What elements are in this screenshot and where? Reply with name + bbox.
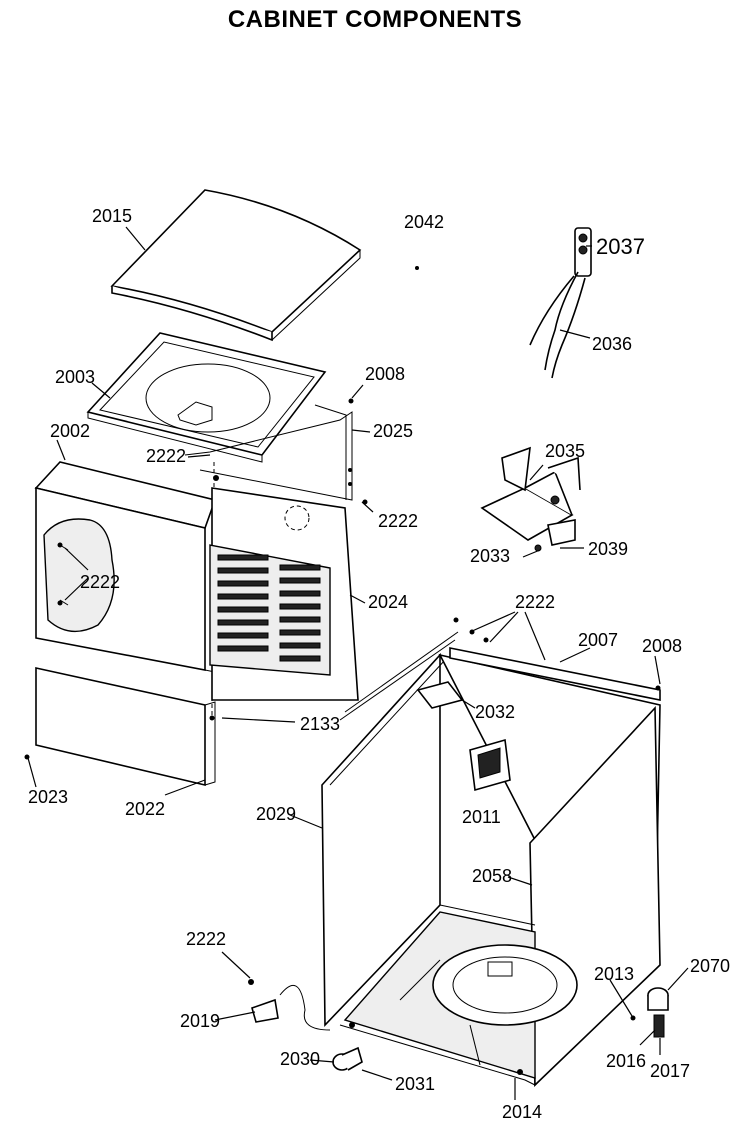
diagram-title: CABINET COMPONENTS: [227, 6, 523, 33]
bracket-assembly-part: [480, 446, 581, 552]
rear-panel-part: [209, 487, 359, 701]
label-2013: 2013: [594, 964, 634, 984]
label-2035: 2035: [545, 441, 585, 461]
hose-fitting-part: [529, 227, 592, 379]
leader-lines: [27, 226, 689, 1100]
label-2037: 2037: [596, 234, 645, 259]
top-frame-part: [86, 332, 327, 463]
label-2070: 2070: [690, 956, 730, 976]
label-2024: 2024: [368, 592, 408, 612]
label-2011: 2011: [462, 807, 501, 827]
grille-slots: [217, 554, 321, 662]
small-bracket-part: [469, 738, 511, 792]
label-2036: 2036: [592, 334, 632, 354]
label-2042: 2042: [404, 212, 444, 232]
label-2014: 2014: [502, 1102, 542, 1122]
label-2222-b: 2222: [80, 572, 120, 592]
cabinet-body-part: [321, 647, 661, 1087]
lid-part: [110, 189, 362, 342]
small-hardware-part: [251, 984, 363, 1071]
label-2133: 2133: [300, 714, 340, 734]
label-2039: 2039: [588, 539, 628, 559]
strip-part: [339, 639, 456, 721]
leveling-foot-part: [647, 987, 669, 1038]
label-2032: 2032: [475, 702, 515, 722]
label-2030: 2030: [280, 1049, 320, 1069]
label-2222-c: 2222: [378, 511, 418, 531]
label-2222-a: 2222: [146, 446, 186, 466]
label-2023: 2023: [28, 787, 68, 807]
front-panel-part: [34, 461, 217, 673]
label-2016: 2016: [606, 1051, 646, 1071]
label-2025: 2025: [373, 421, 413, 441]
label-2222-d: 2222: [515, 592, 555, 612]
label-2033: 2033: [470, 546, 510, 566]
label-2015: 2015: [92, 206, 132, 226]
label-2031: 2031: [395, 1074, 435, 1094]
label-2058: 2058: [472, 866, 512, 886]
label-2022: 2022: [125, 799, 165, 819]
label-2029: 2029: [256, 804, 296, 824]
label-2007: 2007: [578, 630, 618, 650]
label-2222-e: 2222: [186, 929, 226, 949]
part-labels: 2015 2042 2037 2036 2003 2008 2025 2002 …: [28, 206, 730, 1122]
label-2017: 2017: [650, 1061, 690, 1081]
toe-panel-part: [35, 667, 216, 787]
back-panel-part: [184, 404, 353, 501]
label-2002: 2002: [50, 421, 90, 441]
label-2019: 2019: [180, 1011, 220, 1031]
label-2003: 2003: [55, 367, 95, 387]
label-2008-top: 2008: [365, 364, 405, 384]
label-2008-right: 2008: [642, 636, 682, 656]
